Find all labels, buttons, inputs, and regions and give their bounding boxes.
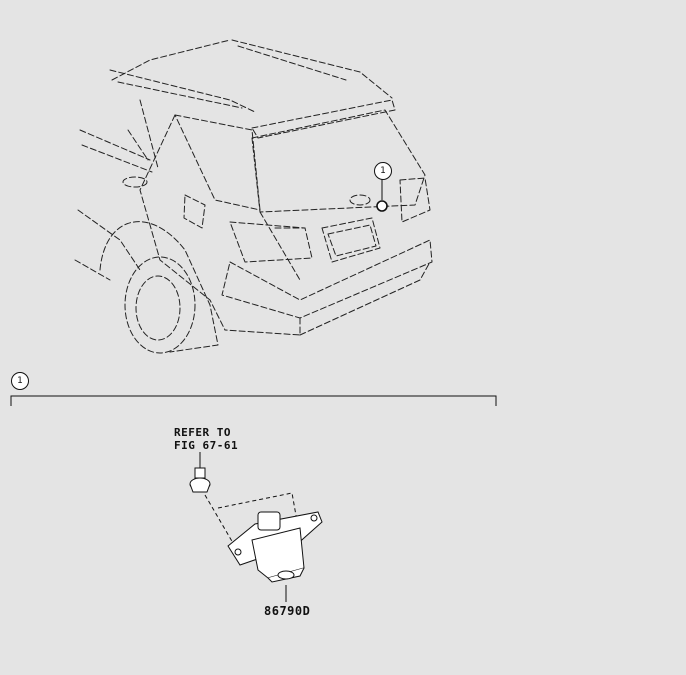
section-callout-number: 1 bbox=[17, 376, 23, 386]
callout-number: 1 bbox=[380, 166, 386, 176]
part-number-label: 86790D bbox=[264, 604, 311, 618]
section-callout-badge: 1 bbox=[11, 372, 29, 390]
clip-fastener bbox=[189, 452, 211, 493]
camera-assembly bbox=[227, 511, 323, 602]
refer-note-line1: REFER TO bbox=[174, 426, 231, 439]
callout-badge: 1 bbox=[374, 162, 392, 180]
refer-note: REFER TO FIG 67-61 bbox=[174, 426, 238, 452]
refer-note-line2: FIG 67-61 bbox=[174, 439, 239, 452]
